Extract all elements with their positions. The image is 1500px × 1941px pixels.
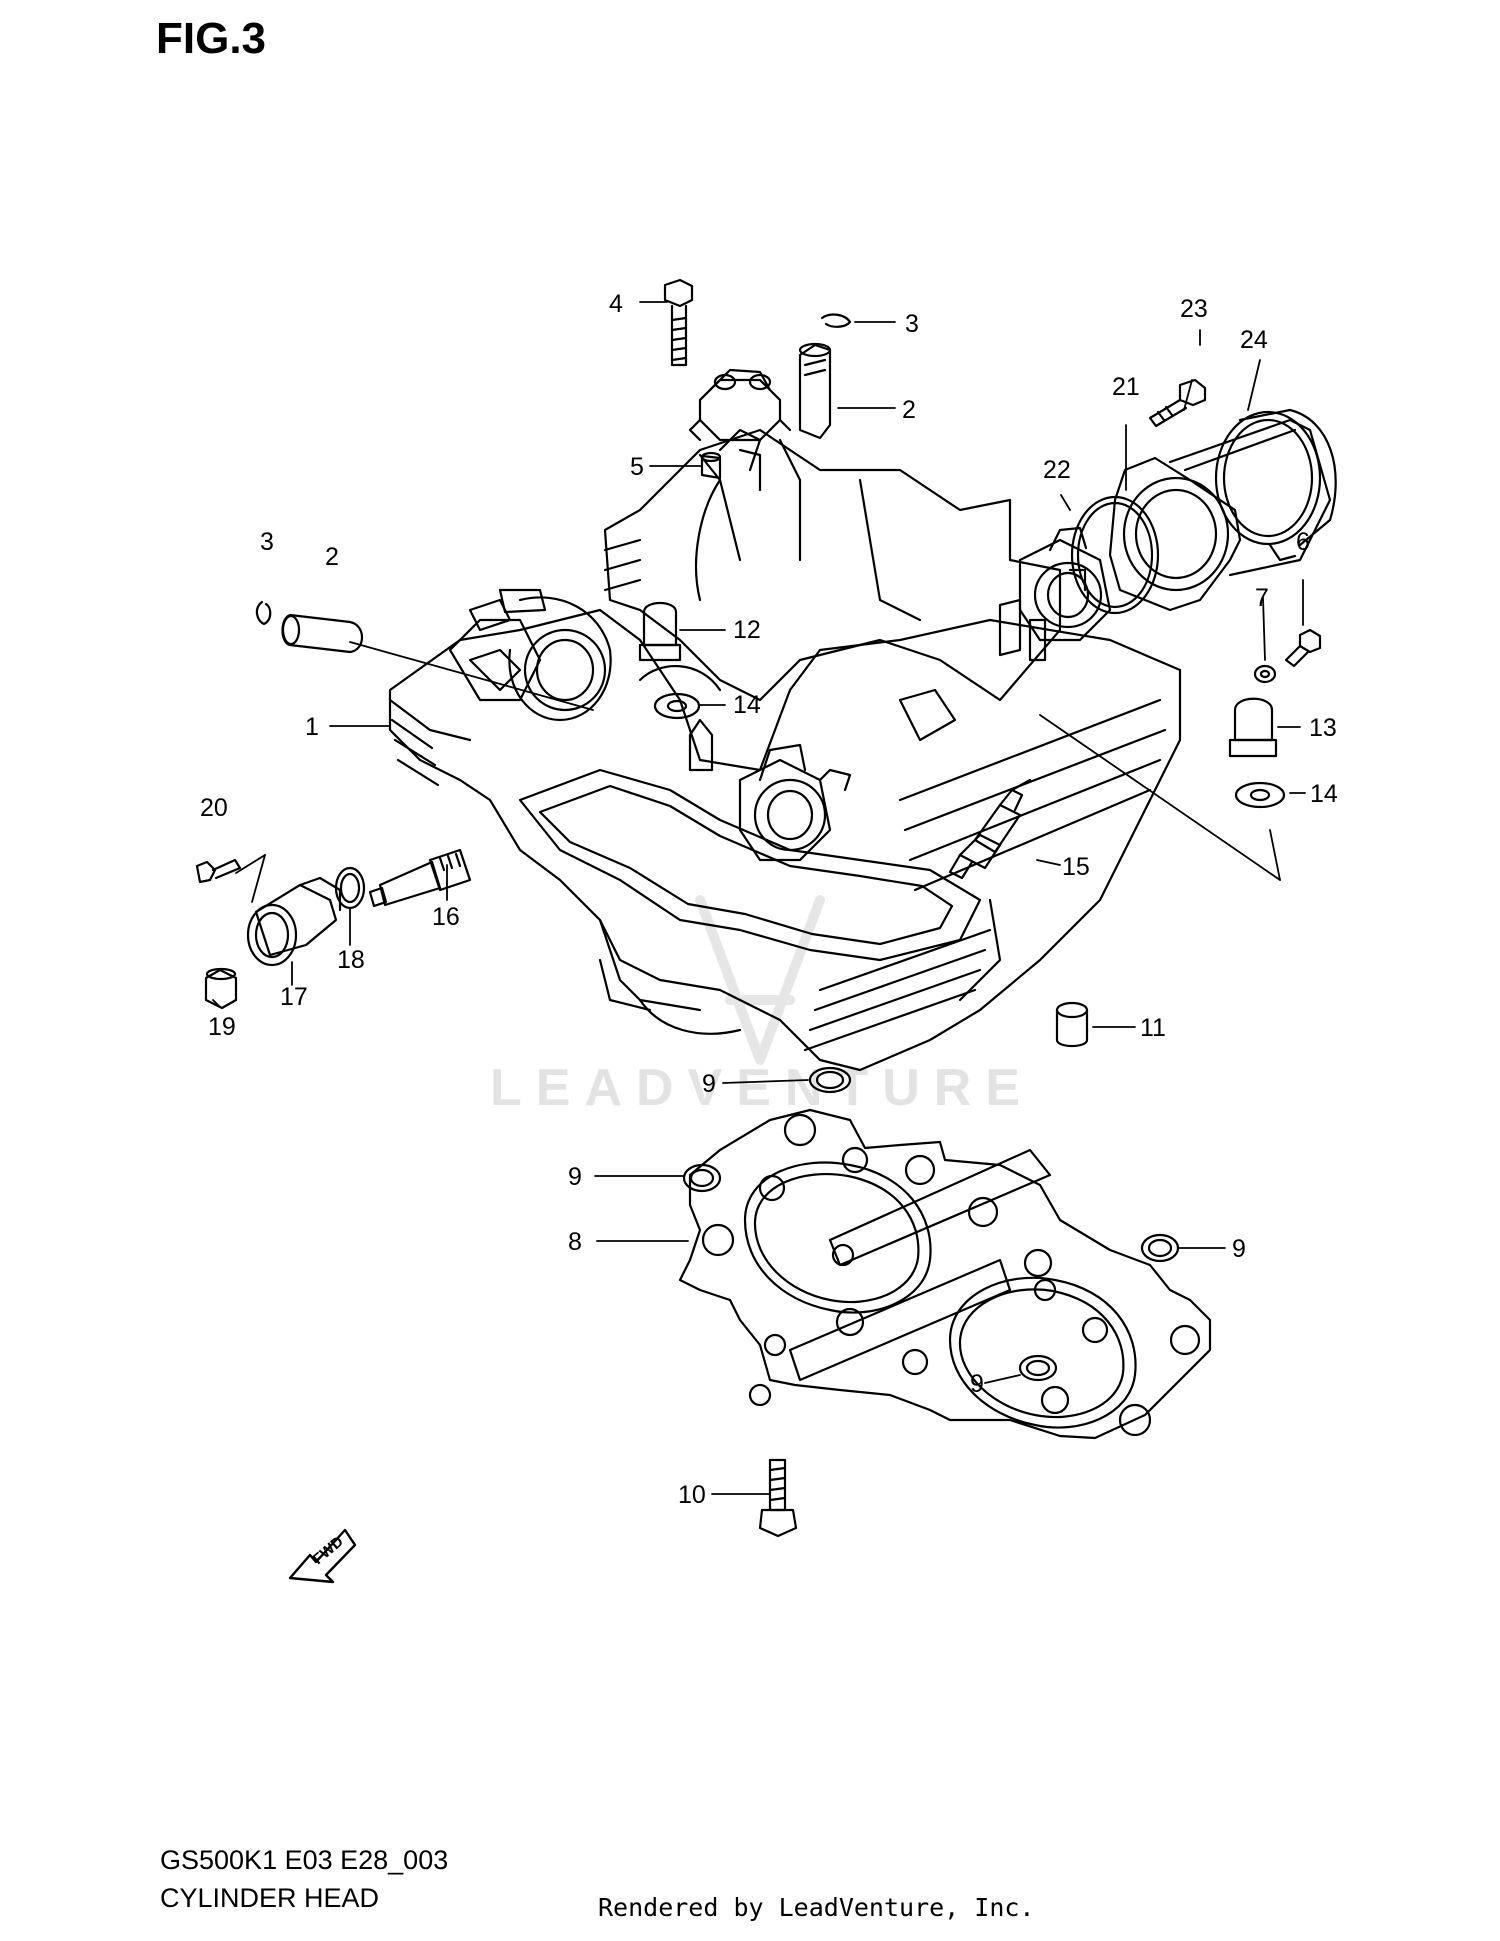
callout-7: 7 [1255, 584, 1269, 612]
o-ring-9-inner [1018, 1354, 1058, 1382]
callout-5: 5 [630, 453, 644, 481]
washer-7 [1253, 664, 1277, 684]
figure-name: CYLINDER HEAD [160, 1883, 380, 1913]
callout-17: 17 [280, 983, 308, 1011]
cam-cap [688, 368, 792, 442]
callout-9-right: 9 [1232, 1235, 1246, 1263]
watermark: LEADVENTURE [490, 1059, 1034, 1117]
callout-23: 23 [1180, 295, 1208, 323]
dowel-11 [1055, 1001, 1089, 1048]
bolt-6 [1284, 628, 1322, 668]
dowel-pin-2-left [281, 613, 364, 654]
rendered-by-credit: Rendered by LeadVenture, Inc. [598, 1893, 1035, 1922]
callout-18: 18 [337, 946, 365, 974]
callout-11: 11 [1140, 1014, 1166, 1042]
cylinder-head [388, 428, 1182, 1072]
callout-10: 10 [678, 1481, 706, 1509]
fwd-label: FWD [310, 1533, 347, 1568]
callout-8: 8 [568, 1228, 582, 1256]
callout-12: 12 [733, 616, 761, 644]
cylinder-head-gasket-8 [678, 1108, 1212, 1440]
dowel-pin-2 [798, 342, 832, 440]
dowel-5 [700, 451, 722, 480]
leader-lines [212, 301, 1306, 1495]
screw-20 [195, 858, 242, 884]
callout-2-left: 2 [325, 543, 339, 571]
callout-20: 20 [200, 794, 228, 822]
callout-9-left: 9 [568, 1163, 582, 1191]
cap-nut-12 [638, 601, 682, 662]
callout-6: 6 [1296, 528, 1310, 556]
callout-2-top: 2 [902, 396, 916, 424]
intake-pipe-21 [1108, 418, 1332, 612]
housing-17 [246, 876, 342, 967]
clamp-24 [1214, 408, 1337, 562]
callout-14-left: 14 [733, 691, 761, 719]
callout-21: 21 [1112, 373, 1140, 401]
fwd-arrow-icon: FWD [288, 1528, 357, 1584]
figure-title: FIG.3 [156, 14, 267, 63]
callout-labels: 4 3 2 5 3 2 12 14 1 23 24 21 22 6 7 13 1… [200, 290, 1338, 1509]
o-ring-9-left [682, 1163, 722, 1193]
callout-1: 1 [305, 713, 319, 741]
cap-nut-13 [1228, 697, 1278, 758]
bolt-10 [758, 1458, 798, 1538]
callout-24: 24 [1240, 326, 1268, 354]
washer-14 [653, 692, 701, 720]
callout-16: 16 [432, 903, 460, 931]
circlip-3-left [255, 600, 272, 626]
o-ring-9-right [1140, 1233, 1180, 1263]
model-code: GS500K1 E03 E28_003 [160, 1845, 449, 1875]
tacho-gear-16 [368, 848, 472, 908]
callout-14-right: 14 [1310, 780, 1338, 808]
callout-3-left: 3 [260, 528, 274, 556]
callout-3-top: 3 [905, 310, 919, 338]
screw-23 [1148, 378, 1207, 428]
callout-13: 13 [1309, 714, 1337, 742]
o-ring-9-top [808, 1066, 852, 1094]
bolt-4 [663, 278, 694, 367]
callout-4: 4 [609, 290, 623, 318]
plug-19 [204, 967, 238, 1010]
callout-9-inner: 9 [970, 1370, 984, 1398]
callout-15: 15 [1062, 853, 1090, 881]
callout-22: 22 [1043, 456, 1071, 484]
washer-14-right [1234, 781, 1286, 809]
callout-9-top: 9 [702, 1070, 716, 1098]
spark-plug-15 [948, 778, 1032, 880]
circlip-3 [820, 313, 852, 328]
callout-19: 19 [208, 1013, 236, 1041]
o-ring-22 [1070, 495, 1160, 615]
watermark-logo [695, 895, 825, 1065]
